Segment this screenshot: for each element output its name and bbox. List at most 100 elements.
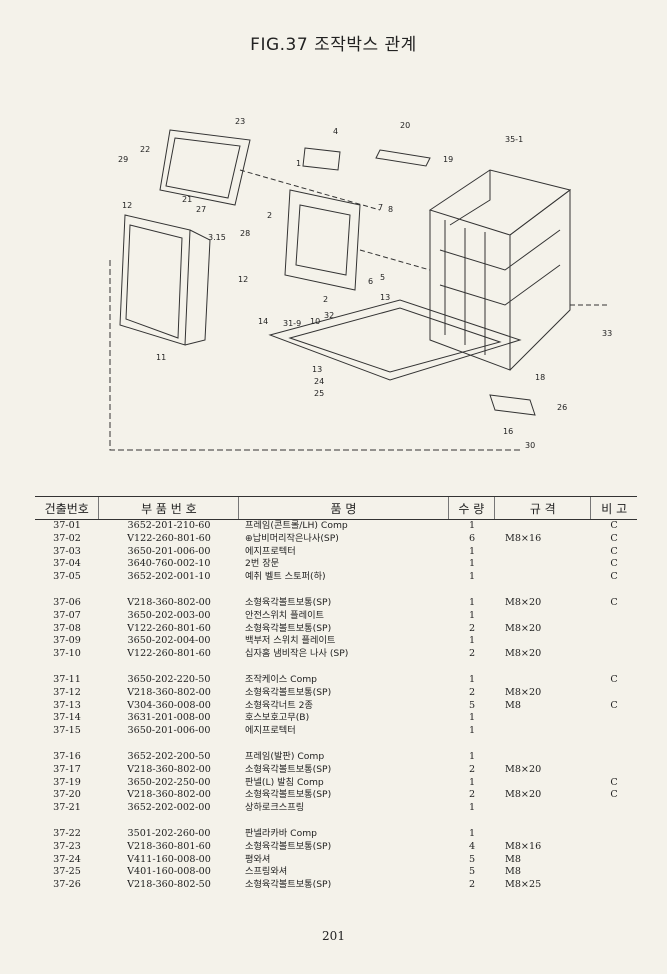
cell-spec: M8×20 — [505, 763, 542, 775]
cell-spec: M8×25 — [505, 879, 542, 891]
svg-text:31-9: 31-9 — [283, 319, 301, 328]
cell-quantity: 1 — [468, 545, 476, 557]
cell-quantity: 1 — [468, 609, 476, 621]
cell-part-no: 3652-202-002-00 — [127, 802, 211, 814]
cell-item-no: 37-22 — [53, 827, 81, 839]
cell-quantity: 2 — [468, 879, 476, 891]
cell-part-no: 3650-202-003-00 — [127, 609, 211, 621]
cell-part-name: 조작케이스 Comp — [245, 673, 318, 685]
cell-part-no: 3650-202-220-50 — [127, 673, 211, 685]
cell-quantity: 2 — [468, 789, 476, 801]
cell-quantity: 1 — [468, 776, 476, 788]
cell-item-no: 37-03 — [53, 545, 81, 557]
header-part-name: 품 명 — [239, 497, 449, 519]
cell-note — [591, 610, 637, 623]
cell-item-no: 37-15 — [53, 725, 81, 737]
svg-text:13: 13 — [380, 293, 390, 302]
svg-text:16: 16 — [503, 427, 513, 436]
cell-note: C — [610, 789, 618, 801]
cell-quantity: 1 — [468, 571, 476, 583]
cell-quantity: 1 — [468, 673, 476, 685]
group-spacer — [35, 584, 637, 597]
cell-note: C — [610, 776, 618, 788]
cell-part-no: 3650-201-006-00 — [127, 545, 211, 557]
cell-note — [591, 751, 637, 764]
cell-note: C — [610, 571, 618, 583]
cell-part-no: V218-360-802-00 — [127, 789, 211, 801]
cell-note: C — [610, 532, 618, 544]
cell-spec: M8×20 — [505, 686, 542, 698]
cell-part-name: 소형육각볼트보통(SP) — [245, 763, 332, 775]
cell-item-no: 37-06 — [53, 596, 81, 608]
svg-text:21: 21 — [182, 195, 192, 204]
cell-quantity: 1 — [468, 712, 476, 724]
cell-part-name: 평와셔 — [245, 853, 271, 865]
cell-quantity: 5 — [468, 699, 476, 711]
cell-item-no: 37-12 — [53, 686, 81, 698]
cell-part-name: 판넬(L) 발침 Comp — [245, 776, 324, 788]
svg-text:6: 6 — [368, 277, 373, 286]
cell-spec — [495, 610, 591, 623]
svg-text:5: 5 — [380, 273, 385, 282]
cell-item-no: 37-20 — [53, 789, 81, 801]
svg-text:20: 20 — [400, 121, 410, 130]
cell-spec — [495, 725, 591, 738]
cell-quantity: 1 — [468, 596, 476, 608]
cell-part-name: 십자홈 냄비작은 나사 (SP) — [245, 648, 349, 660]
header-part-no: 부 품 번 호 — [99, 497, 240, 519]
cell-part-name: 프레임(콘트롤/LH) Comp — [245, 520, 348, 531]
cell-part-name: 소형육각볼트보통(SP) — [245, 879, 332, 891]
cell-item-no: 37-17 — [53, 763, 81, 775]
cell-part-no: V218-360-802-00 — [127, 596, 211, 608]
cell-part-name: 판넬라카바 Comp — [245, 827, 318, 839]
exploded-parts-diagram: 23 22 29 4 20 19 35-1 1 12 21 27 3.15 28… — [109, 117, 612, 451]
cell-note — [591, 854, 637, 867]
cell-part-name: 스프링와셔 — [245, 866, 288, 878]
svg-text:27: 27 — [196, 205, 206, 214]
cell-part-no: V401-160-008-00 — [127, 866, 211, 878]
cell-part-no: V218-360-801-60 — [127, 840, 211, 852]
cell-spec — [495, 674, 591, 687]
svg-text:4: 4 — [333, 127, 338, 136]
svg-text:18: 18 — [535, 373, 545, 382]
cell-part-no: 3631-201-008-00 — [127, 712, 211, 724]
cell-item-no: 37-10 — [53, 648, 81, 660]
cell-note — [591, 648, 637, 661]
svg-text:29: 29 — [118, 155, 128, 164]
svg-text:25: 25 — [314, 389, 324, 398]
cell-item-no: 37-04 — [53, 558, 81, 570]
cell-item-no: 37-19 — [53, 776, 81, 788]
cell-note — [591, 841, 637, 854]
cell-spec — [495, 571, 591, 584]
cell-spec — [495, 751, 591, 764]
cell-spec — [495, 635, 591, 648]
cell-part-no: 3650-202-250-00 — [127, 776, 211, 788]
cell-quantity: 2 — [468, 648, 476, 660]
cell-spec — [495, 802, 591, 815]
cell-part-no: 3652-201-210-60 — [127, 520, 211, 531]
cell-item-no: 37-07 — [53, 609, 81, 621]
svg-text:22: 22 — [140, 145, 150, 154]
cell-item-no: 37-01 — [53, 520, 81, 531]
svg-text:12: 12 — [238, 275, 248, 284]
cell-part-no: 3640-760-002-10 — [127, 558, 211, 570]
header-note: 비 고 — [601, 501, 628, 516]
cell-note: C — [610, 596, 618, 608]
group-spacer — [35, 738, 637, 751]
cell-spec: M8×20 — [505, 789, 542, 801]
cell-part-no: 3652-202-200-50 — [127, 750, 211, 762]
cell-part-name: 호스보호고무(B) — [245, 712, 310, 724]
svg-text:28: 28 — [240, 229, 250, 238]
